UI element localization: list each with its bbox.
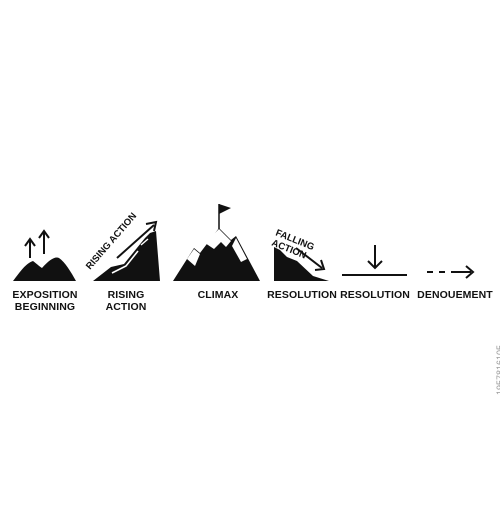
hills-up-arrows-icon [13, 229, 76, 281]
down-arrow-line-icon [342, 245, 407, 276]
label-line: DENOUEMENT [417, 289, 493, 301]
stock-id-watermark: 1957816105 [484, 0, 500, 500]
stage-label-resolution-1: RESOLUTION [266, 289, 338, 301]
label-line: ACTION [105, 301, 147, 313]
label-line: RESOLUTION [340, 289, 410, 301]
stage-label-denouement: DENOUEMENT [414, 289, 496, 301]
falling-slope-icon: FALLING ACTION [270, 228, 329, 281]
label-line: CLIMAX [197, 289, 239, 301]
stage-label-exposition: EXPOSITION BEGINNING [2, 289, 88, 313]
mountain-flag-icon [173, 204, 260, 281]
rising-slope-icon: RISING ACTION [84, 211, 160, 281]
dashed-arrow-icon [427, 265, 475, 279]
stage-label-climax: CLIMAX [180, 289, 256, 301]
label-line: RISING [107, 289, 145, 301]
label-line: EXPOSITION [12, 289, 78, 301]
label-line: BEGINNING [14, 301, 76, 313]
watermark-text: 1957816105 [495, 344, 500, 395]
stage-label-rising-action: RISING ACTION [92, 289, 160, 313]
label-line: RESOLUTION [267, 289, 337, 301]
stage-label-resolution-2: RESOLUTION [339, 289, 411, 301]
